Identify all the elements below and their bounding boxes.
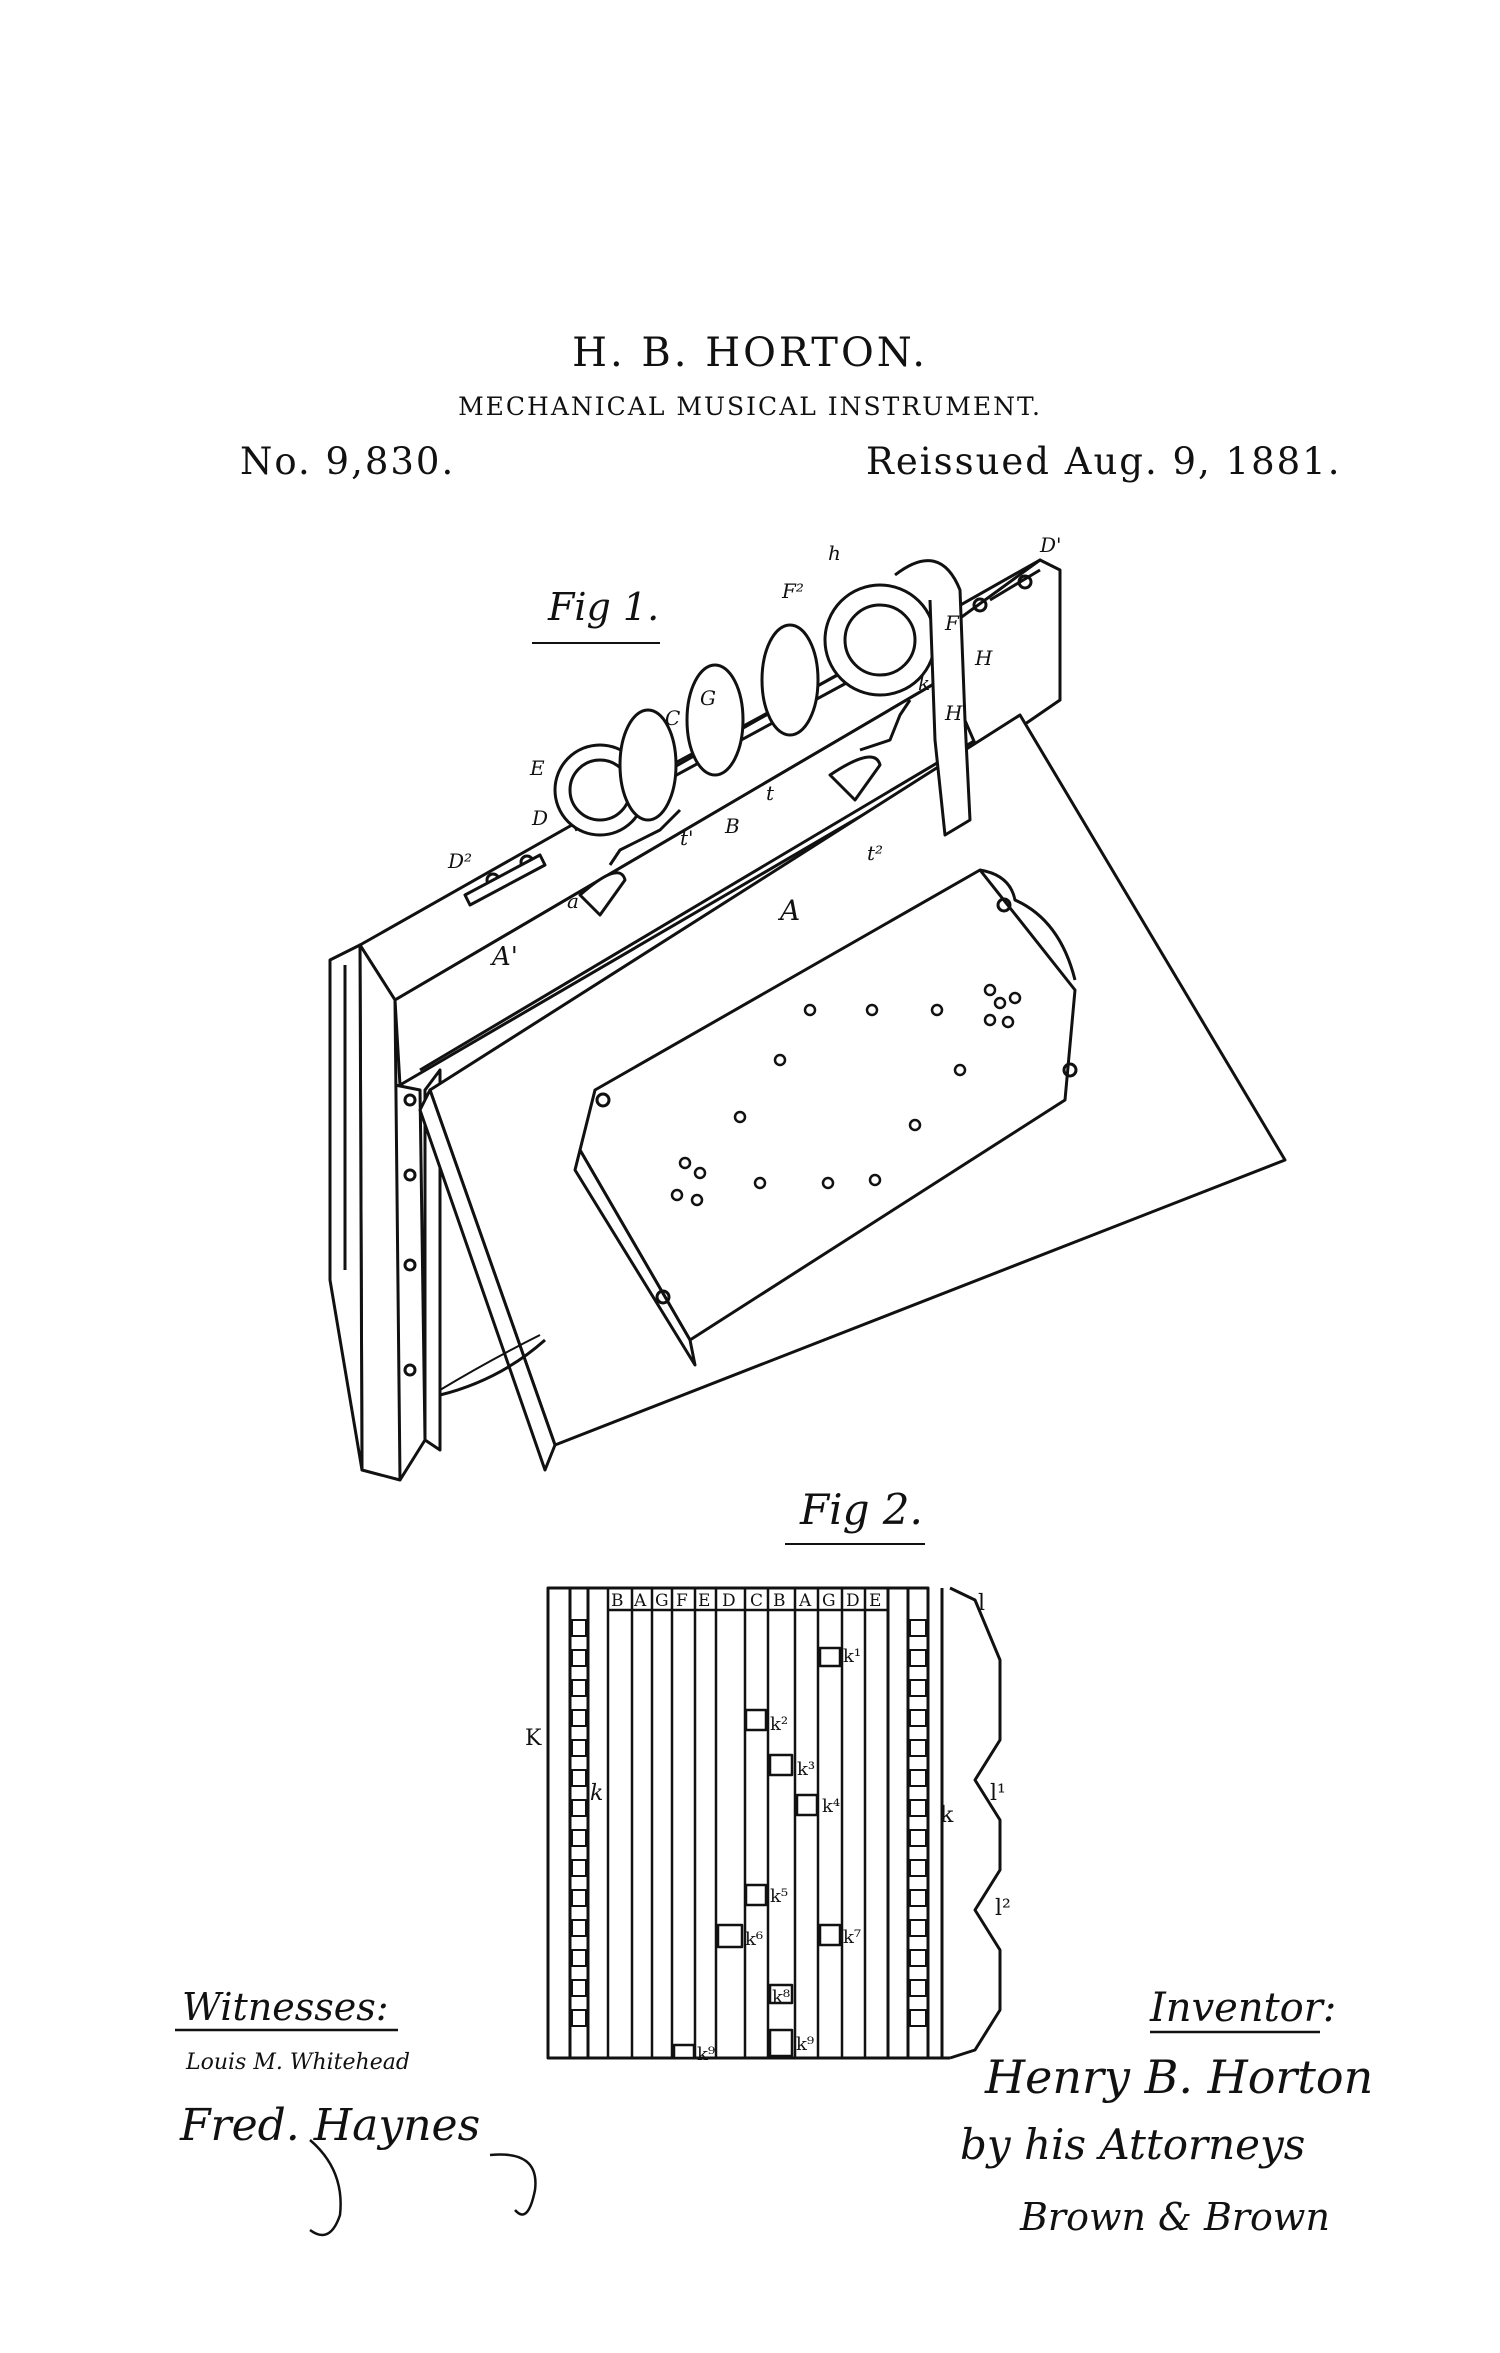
note-label: F	[676, 1591, 688, 1611]
fig1-letter-A1: A'	[490, 942, 518, 972]
key-label: k¹	[843, 1646, 861, 1667]
note-label: D	[846, 1591, 860, 1611]
note-label: G	[655, 1591, 669, 1611]
fig2-letter-k-left: k	[590, 1781, 603, 1806]
note-label: C	[750, 1591, 763, 1611]
fig1-letter-b: B	[724, 814, 740, 838]
fig1-letter-d1: D'	[1039, 533, 1062, 557]
fig1-letter-f1: F'	[944, 611, 964, 635]
fig2-letter-l1: l¹	[990, 1781, 1006, 1806]
key-label: k⁶	[745, 1929, 763, 1950]
fig2-letter-l2: l²	[995, 1896, 1011, 1921]
fig1-letter-A: A	[777, 894, 800, 927]
inventor-signature: Henry B. Horton	[985, 2050, 1373, 2104]
fig1-letter-t: t	[766, 781, 775, 805]
fig1-letter-t2: t²	[867, 841, 883, 865]
fig1-letter-e: E	[529, 756, 545, 780]
fig2-letter-l: l	[978, 1591, 985, 1616]
note-label: A	[633, 1591, 647, 1611]
attorney-firm-signature: Brown & Brown	[1020, 2195, 1330, 2239]
key-label: k⁹	[697, 2044, 715, 2065]
fig2-letter-K: K	[525, 1726, 542, 1751]
key-label: k⁷	[843, 1927, 861, 1948]
key-label: k⁹	[796, 2034, 814, 2055]
note-label: B	[773, 1591, 786, 1611]
fig1-letter-h: h	[828, 541, 841, 565]
note-label: A	[798, 1591, 812, 1611]
fig1-instrument	[330, 560, 1285, 1480]
note-label: E	[698, 1591, 710, 1611]
witness-2-signature: Fred. Haynes	[180, 2100, 480, 2151]
key-label: k⁴	[822, 1796, 840, 1817]
witnesses-label: Witnesses:	[182, 1985, 389, 2029]
attorneys-signature: by his Attorneys	[960, 2120, 1305, 2169]
fig1-letter-k: k	[918, 671, 930, 695]
fig1-letter-h1: H'	[944, 701, 968, 725]
fig1-letter-c: C	[665, 706, 680, 730]
note-label: D	[722, 1591, 736, 1611]
witness-1-signature: Louis M. Whitehead	[186, 2050, 410, 2075]
note-label: E	[869, 1591, 881, 1611]
key-label: k⁸	[772, 1987, 790, 2008]
key-label: k⁵	[770, 1886, 788, 1907]
note-label: G	[822, 1591, 836, 1611]
fig1-letter-d2: D²	[447, 849, 472, 873]
fig1-letter-g: G	[700, 686, 716, 710]
inventor-label: Inventor:	[1150, 1985, 1336, 2031]
key-label: k³	[797, 1759, 815, 1780]
fig1-letter-f2: F²	[781, 579, 804, 603]
fig1-letter-d: D	[531, 806, 548, 830]
fig1-letter-h-upper: H	[974, 646, 993, 670]
key-label: k²	[770, 1714, 788, 1735]
fig2-letter-k-right: k	[940, 1803, 954, 1828]
note-label: B	[611, 1591, 624, 1611]
fig1-letter-t1: t'	[680, 826, 694, 850]
fig1-letter-a: a	[567, 889, 579, 913]
